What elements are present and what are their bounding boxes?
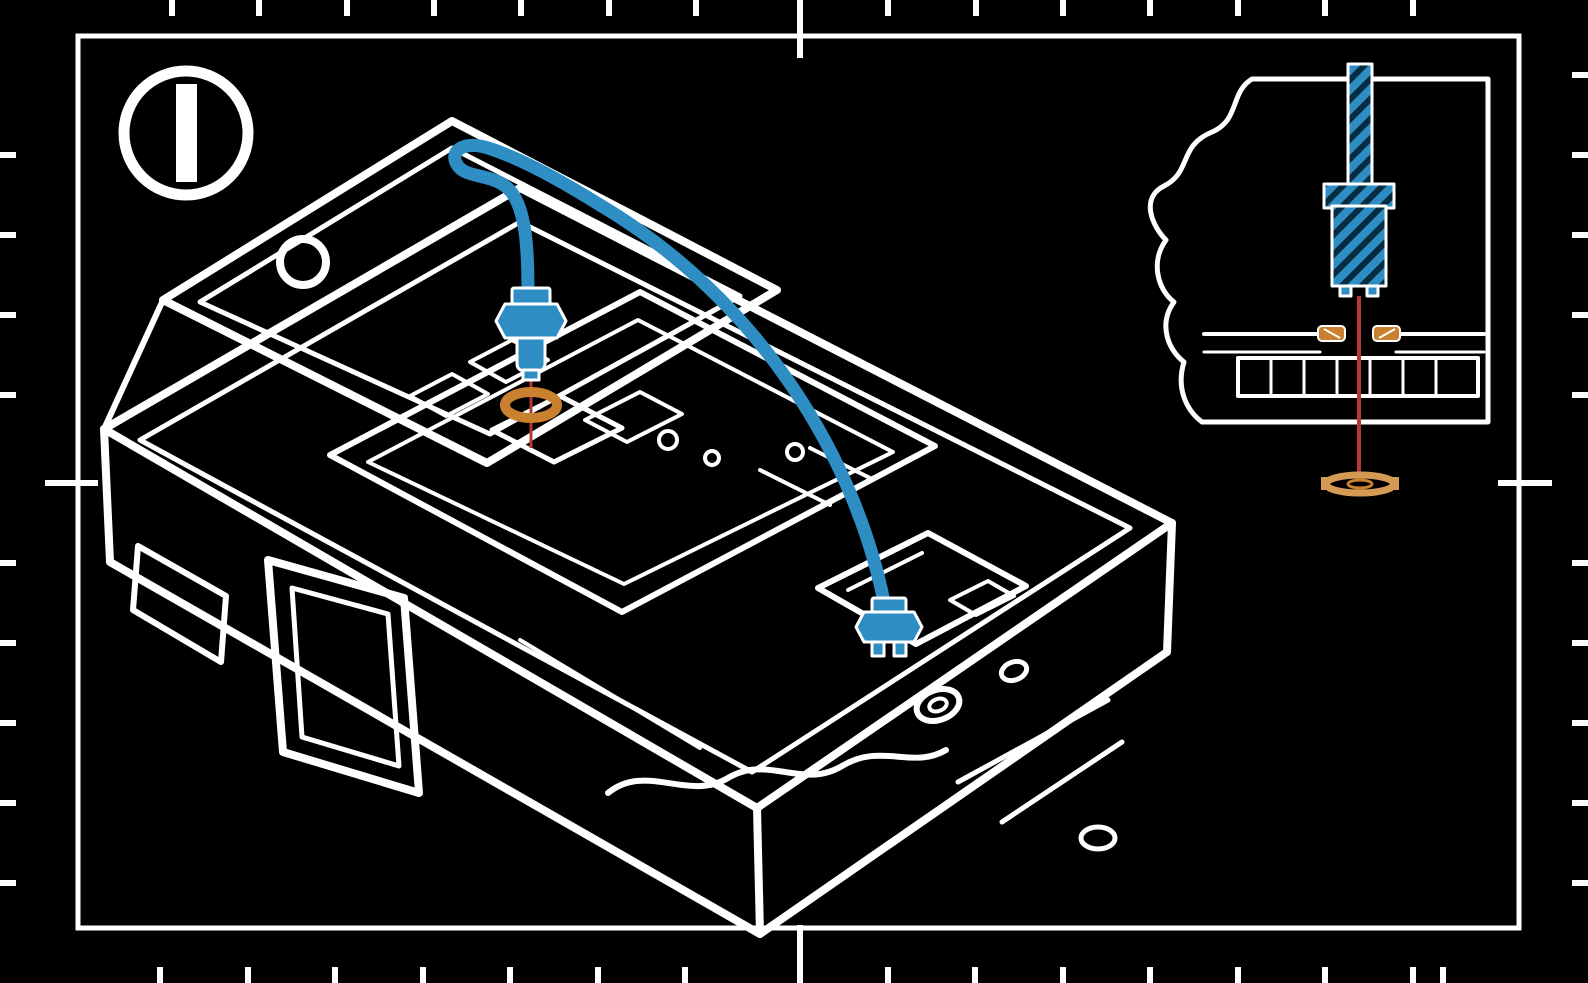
fitting-hex-nut	[854, 610, 924, 644]
bed-detail	[408, 372, 490, 418]
fitting-mount-boss	[489, 393, 625, 465]
fitting-tip	[521, 368, 541, 382]
machine-top-rim	[137, 219, 1133, 775]
fitting-hex-nut	[494, 302, 568, 340]
front-cable	[605, 747, 949, 796]
fitting-shaft	[1346, 62, 1374, 192]
exploded-fastener-main	[500, 378, 562, 448]
threaded-fitting-section	[1322, 62, 1396, 298]
step-marker-circle	[118, 65, 254, 201]
control-panel-screen	[289, 585, 402, 769]
base-edge-line	[999, 739, 1125, 825]
fitting-collar	[870, 596, 908, 614]
machine-back-panel-inner	[197, 145, 743, 437]
set-screws	[1317, 325, 1401, 342]
tube-fitting-carriage	[854, 596, 924, 658]
side-hole-inner	[927, 696, 949, 714]
step-1-marker	[118, 65, 254, 201]
bed-hole	[657, 429, 679, 451]
bed-recess-inner	[366, 318, 895, 586]
front-face-line	[518, 638, 702, 750]
plate-hatch-box	[1236, 356, 1480, 398]
base-edge-line	[955, 697, 1111, 785]
sealing-washer	[500, 387, 562, 423]
screw-slot	[1323, 328, 1341, 339]
inset-outline	[1147, 76, 1491, 425]
bowden-tube	[448, 138, 893, 619]
fitting-collar	[510, 286, 552, 306]
tool-carriage-detail	[948, 579, 1016, 617]
washer-ring	[1322, 471, 1398, 497]
panel-left-edge	[101, 297, 166, 432]
screw-slot	[1378, 328, 1396, 339]
machine-back-panel	[159, 117, 781, 467]
side-hole	[998, 658, 1030, 684]
bed-hole	[703, 449, 721, 467]
fitting-prong	[870, 640, 886, 658]
tube-fitting-top	[494, 286, 568, 382]
page-frame	[75, 33, 1522, 931]
fitting-thread-tab	[1365, 284, 1380, 298]
fitting-prong	[892, 640, 908, 658]
left-foot	[130, 543, 229, 665]
washer-hole	[1346, 478, 1374, 490]
side-hole	[913, 686, 963, 724]
machine-base	[100, 117, 1176, 938]
base-foot	[1078, 824, 1118, 852]
control-panel	[264, 556, 423, 797]
cable-hole	[276, 235, 330, 289]
machine-left-face	[100, 425, 764, 938]
detail-inset	[1147, 62, 1491, 497]
tool-carriage-line	[846, 551, 924, 592]
fitting-thread-tab	[1338, 284, 1353, 298]
fitting-barrel	[515, 336, 547, 374]
machine-right-face	[756, 519, 1176, 938]
bed-detail	[468, 338, 550, 384]
step-marker-numeral	[176, 84, 197, 182]
fitting-flange	[1322, 182, 1396, 210]
fitting-body	[1330, 204, 1388, 288]
surface-line	[758, 468, 832, 507]
surface-hole	[785, 442, 805, 462]
base-washer	[1321, 471, 1399, 497]
